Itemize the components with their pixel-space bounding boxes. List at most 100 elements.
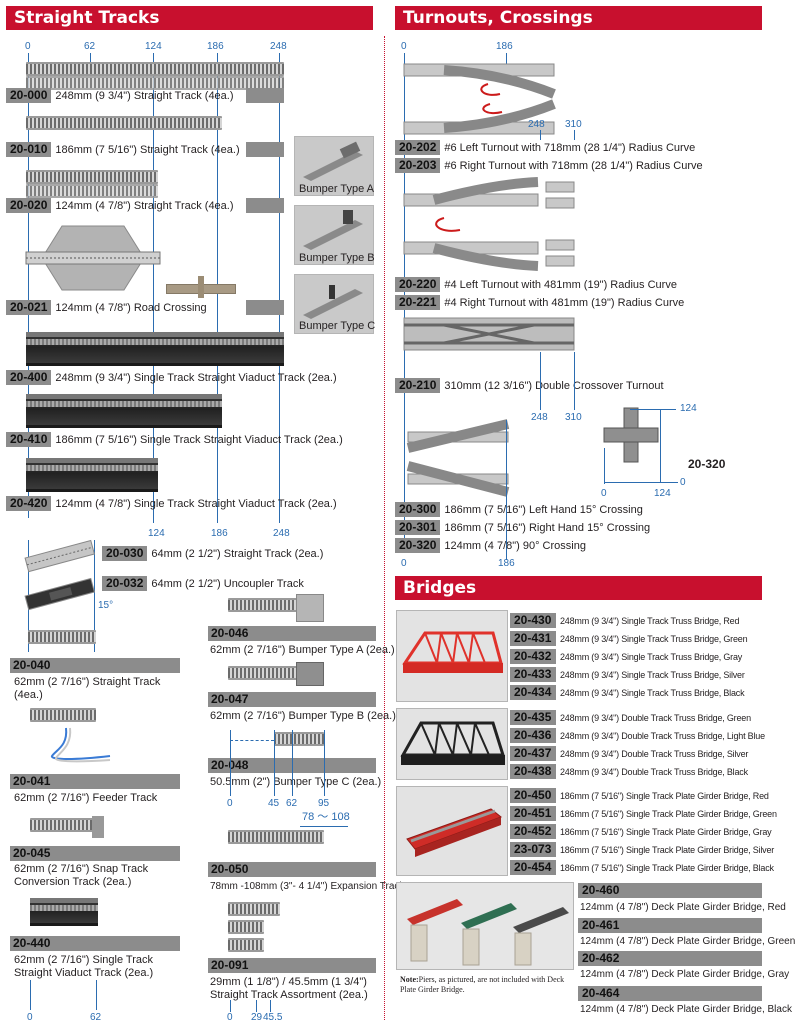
guide-line — [94, 540, 95, 652]
column-divider — [384, 36, 385, 1020]
product-desc: 124mm (4 7/8") Straight Track (4ea.) — [55, 200, 234, 212]
item-20-040-desc2: (4ea.) — [14, 689, 43, 701]
guide-line — [230, 730, 231, 796]
product-code: 20-210 — [395, 378, 441, 393]
bumper-type-b-photo — [294, 205, 374, 265]
deck-code-20-460: 20-460 — [578, 883, 762, 898]
assortment-track-29-image — [228, 902, 280, 916]
crossing-15-image — [406, 419, 510, 497]
product-code: 20-433 — [510, 667, 556, 682]
deck-desc-20-460: 124mm (4 7/8") Deck Plate Girder Bridge,… — [580, 902, 786, 913]
item-20-045-desc1: 62mm (2 7/16") Snap Track — [14, 863, 149, 875]
bumper-c-dashed-line — [230, 740, 274, 741]
deck-desc-20-464: 124mm (4 7/8") Deck Plate Girder Bridge,… — [580, 1004, 792, 1015]
viaduct-186-image — [26, 394, 222, 428]
crossing-90-scale-left — [604, 448, 605, 484]
product-code: 20-020 — [6, 198, 52, 213]
product-code: 20-300 — [395, 502, 441, 517]
item-20-040-desc1: 62mm (2 7/16") Straight Track — [14, 676, 161, 688]
product-desc: 248mm (9 3/4") Single Track Truss Bridge… — [560, 616, 740, 626]
bumper-b-block — [296, 662, 324, 686]
angle-label: 15° — [98, 600, 114, 611]
turnout-6-image — [403, 63, 556, 135]
item-20-050-code: 20-050 — [208, 862, 376, 877]
scale-label: 45.5 — [263, 1012, 283, 1023]
viaduct-248-image — [26, 332, 284, 366]
bridge-row-20-452: 20-452 186mm (7 5/16") Single Track Plate… — [510, 822, 772, 840]
note-text: Piers, as pictured, are not included wit… — [400, 975, 565, 994]
assortment-track-45-image — [228, 920, 264, 934]
product-code: 20-434 — [510, 685, 556, 700]
turnout-4-image — [403, 177, 575, 271]
product-desc: 64mm (2 1/2") Uncoupler Track — [151, 578, 304, 590]
item-20-091-code: 20-091 — [208, 958, 376, 973]
scale-label: 186 — [496, 41, 513, 52]
product-desc: 124mm (4 7/8") Single Track Straight Via… — [55, 498, 337, 510]
scale-label: 62 — [84, 41, 96, 52]
scale-label: 310 — [565, 119, 582, 130]
product-code: 20-010 — [6, 142, 52, 157]
guide-line — [30, 980, 31, 1010]
product-desc: 64mm (2 1/2") Straight Track (2ea.) — [151, 548, 324, 560]
product-desc: 248mm (9 3/4") Double Track Truss Bridge… — [560, 749, 749, 759]
guide-line — [230, 1000, 231, 1012]
product-code: 20-450 — [510, 788, 556, 803]
item-20-440-desc1: 62mm (2 7/16") Single Track — [14, 954, 154, 966]
scale-label: 248 — [270, 41, 287, 52]
bumper-b-track-image — [228, 666, 298, 680]
road-crossing-image — [25, 225, 161, 291]
product-code: 20-220 — [395, 277, 441, 292]
product-code: 20-000 — [6, 88, 52, 103]
scale-label: 0 — [601, 488, 607, 499]
item-20-440-desc2: Straight Viaduct Track (2ea.) — [14, 967, 154, 979]
guide-line — [274, 730, 275, 796]
product-desc: #4 Left Turnout with 481mm (19") Radius … — [444, 279, 677, 291]
product-desc: 248mm (9 3/4") Single Track Truss Bridge… — [560, 634, 748, 644]
bumper-a-track-image — [228, 598, 298, 612]
product-desc: 186mm (7 5/16") Single Track Plate Girde… — [560, 863, 774, 873]
item-20-045-code: 20-045 — [10, 846, 180, 861]
scale-label: 186 — [498, 558, 515, 569]
scale-label: 29 — [251, 1012, 263, 1023]
product-code: 20-452 — [510, 824, 556, 839]
product-code: 20-410 — [6, 432, 52, 447]
item-20-440-code: 20-440 — [10, 936, 180, 951]
guide-line — [540, 130, 541, 140]
product-desc: 248mm (9 3/4") Single Track Truss Bridge… — [560, 670, 745, 680]
crossing-90-code: 20-320 — [688, 457, 726, 471]
product-code: 23-073 — [510, 842, 556, 857]
track-248-image — [26, 62, 284, 76]
product-code: 20-431 — [510, 631, 556, 646]
product-code: 20-400 — [6, 370, 52, 385]
item-20-220: 20-220#4 Left Turnout with 481mm (19") R… — [395, 277, 677, 292]
product-desc: 248mm (9 3/4") Straight Track (4ea.) — [55, 90, 234, 102]
product-desc: 186mm (7 5/16") Single Track Plate Girde… — [560, 827, 772, 837]
track-64-image — [24, 539, 96, 573]
viaduct-124-image — [26, 458, 158, 492]
bridges-header: Bridges — [395, 576, 762, 600]
bumper-a-block — [296, 594, 324, 622]
product-desc: 248mm (9 3/4") Single Track Truss Bridge… — [560, 688, 745, 698]
scale-label: 0 — [680, 477, 686, 488]
crossing-90-scale-top — [630, 409, 676, 410]
scale-label: 248 — [273, 528, 290, 539]
bumper-type-a-photo — [294, 136, 374, 196]
deck-girder-bridge-photo — [396, 882, 574, 970]
track-186-image — [26, 116, 222, 130]
deck-bridge-note: Note:Piers, as pictured, are not include… — [400, 975, 570, 995]
scale-label: 0 — [25, 41, 31, 52]
bumper-type-b-label: Bumper Type B — [299, 252, 375, 264]
product-code: 20-021 — [6, 300, 52, 315]
scale-label: 0 — [401, 41, 407, 52]
product-desc: 186mm (7 5/16") Single Track Straight Vi… — [55, 434, 343, 446]
bumper-type-c-photo — [294, 274, 374, 334]
